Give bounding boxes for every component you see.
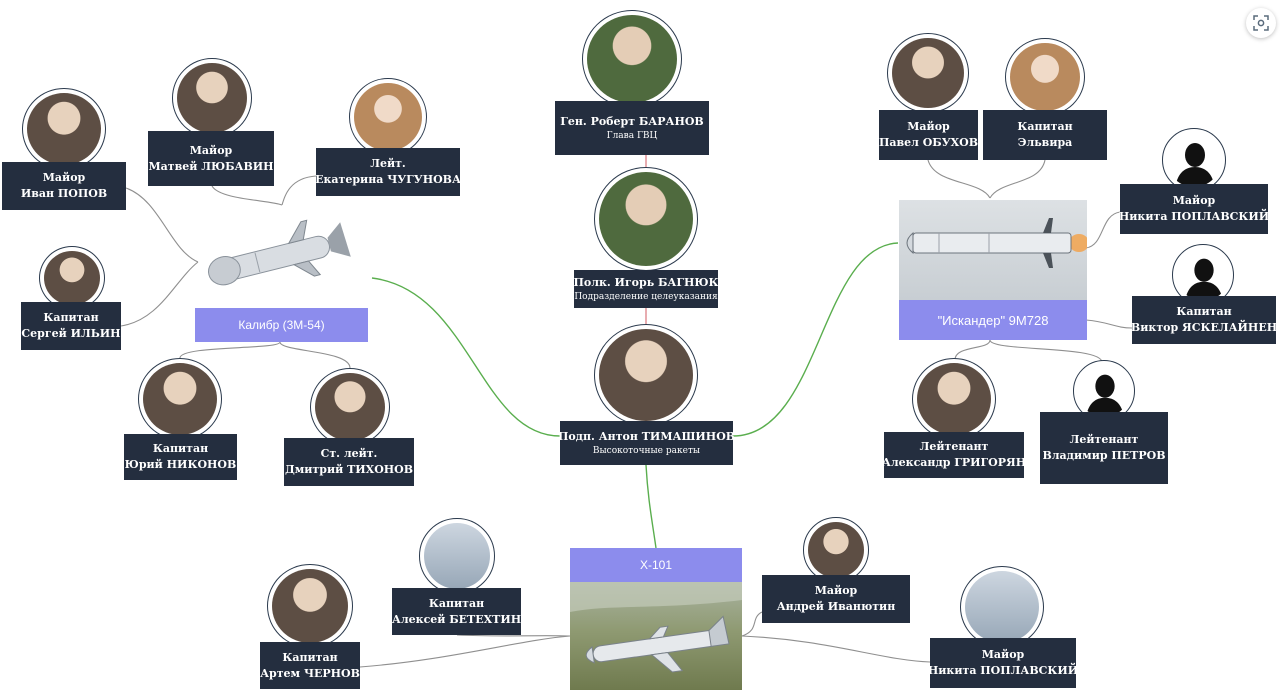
link-kalibr-center xyxy=(371,277,561,437)
person-role: Глава ГВЦ xyxy=(606,131,658,141)
person-card-poplavsky-1[interactable]: Майор Никита ПОПЛАВСКИЙ xyxy=(1118,184,1270,234)
person-card-chugunova[interactable]: Лейт. Екатерина ЧУГУНОВА xyxy=(315,148,461,196)
kalibr-missile-image xyxy=(196,214,362,294)
avatar-bagnyuk xyxy=(594,167,698,271)
avatar-chugunova xyxy=(349,78,427,156)
person-rank: Капитан xyxy=(152,442,209,455)
person-silhouette-icon xyxy=(1175,143,1215,187)
person-name: Екатерина ЧУГУНОВА xyxy=(315,173,461,186)
person-card-timashinov[interactable]: Подп. Антон ТИМАШИНОВ Высокоточные ракет… xyxy=(557,421,736,465)
person-card-obukhov[interactable]: Майор Павел ОБУХОВ xyxy=(879,110,978,160)
kalibr-label[interactable]: Калибр (3М-54) xyxy=(195,308,368,342)
person-rank: Майор xyxy=(981,648,1025,661)
avatar-chernov xyxy=(267,564,353,648)
person-rank: Капитан xyxy=(428,596,485,610)
avatar-obukhov xyxy=(887,33,969,113)
person-card-chernov[interactable]: Капитан Артем ЧЕРНОВ xyxy=(260,642,360,689)
person-rank: Лейтенант xyxy=(919,440,989,453)
person-card-elvira[interactable]: Капитан Эльвира xyxy=(983,110,1107,160)
person-name: Иван ПОПОВ xyxy=(20,187,108,200)
person-rank: Капитан xyxy=(43,311,99,324)
person-rank: Майор xyxy=(1172,194,1216,207)
person-name: Эльвира xyxy=(1017,136,1073,149)
link-center-iskander xyxy=(732,242,899,437)
person-name: Подп. Антон ТИМАШИНОВ xyxy=(557,430,736,443)
avatar-poplavsky-1 xyxy=(1162,128,1226,192)
person-card-popov[interactable]: Майор Иван ПОПОВ xyxy=(2,162,126,210)
person-rank: Лейтенант xyxy=(1069,433,1139,446)
person-rank: Капитан xyxy=(1017,120,1073,133)
kh101-label[interactable]: Х-101 xyxy=(570,548,742,582)
iskander-label[interactable]: "Искандер" 9М728 xyxy=(899,300,1087,340)
person-name: Полк. Игорь БАГНЮК xyxy=(573,276,719,289)
person-card-poplavsky-2[interactable]: Майор Никита ПОПЛАВСКИЙ xyxy=(927,638,1079,688)
person-card-grigoryan[interactable]: Лейтенант Александр ГРИГОРЯН xyxy=(881,432,1027,478)
iskander-missile-image xyxy=(899,200,1087,300)
person-card-lyubavin[interactable]: Майор Матвей ЛЮБАВИН xyxy=(148,131,274,186)
avatar-elvira xyxy=(1005,38,1085,116)
person-name: Никита ПОПЛАВСКИЙ xyxy=(1118,210,1270,223)
avatar-tikhonov xyxy=(310,368,390,446)
person-name: Дмитрий ТИХОНОВ xyxy=(284,463,414,476)
missile-icon xyxy=(906,218,1087,268)
person-name: Виктор ЯСКЕЛАЙНЕН xyxy=(1130,321,1278,334)
missile-icon xyxy=(208,219,351,286)
person-card-baranov[interactable]: Ген. Роберт БАРАНОВ Глава ГВЦ xyxy=(555,101,709,155)
link-center-kh101 xyxy=(645,464,657,549)
avatar-nikonov xyxy=(138,358,222,440)
avatar-ivanyutin xyxy=(803,517,869,583)
person-role: Высокоточные ракеты xyxy=(592,446,701,456)
person-card-bagnyuk[interactable]: Полк. Игорь БАГНЮК Подразделение целеука… xyxy=(573,270,719,308)
kh101-missile-image xyxy=(570,582,742,690)
person-name: Павел ОБУХОВ xyxy=(878,136,979,149)
person-name: Никита ПОПЛАВСКИЙ xyxy=(927,664,1079,677)
person-silhouette-icon xyxy=(1086,374,1124,417)
person-card-ilyin[interactable]: Капитан Сергей ИЛЬИН xyxy=(21,302,121,350)
person-silhouette-icon xyxy=(1185,258,1223,301)
person-rank: Лейт. xyxy=(370,157,406,170)
person-card-tikhonov[interactable]: Ст. лейт. Дмитрий ТИХОНОВ xyxy=(284,438,414,486)
person-rank: Майор xyxy=(42,171,86,184)
person-rank: Майор xyxy=(814,584,858,597)
focus-scan-icon xyxy=(1253,15,1269,31)
person-name: Владимир ПЕТРОВ xyxy=(1042,449,1166,462)
person-rank: Капитан xyxy=(282,650,338,664)
person-name: Сергей ИЛЬИН xyxy=(21,327,121,340)
avatar-betekhtin xyxy=(419,518,495,594)
person-name: Ген. Роберт БАРАНОВ xyxy=(560,115,704,128)
person-rank: Майор xyxy=(189,143,233,157)
person-name: Александр ГРИГОРЯН xyxy=(881,456,1027,469)
person-card-betekhtin[interactable]: Капитан Алексей БЕТЕХТИН xyxy=(392,588,521,635)
avatar-poplavsky-2 xyxy=(960,566,1044,648)
avatar-timashinov xyxy=(594,324,698,426)
avatar-yaskelainen xyxy=(1172,244,1234,306)
person-name: Алексей БЕТЕХТИН xyxy=(391,612,522,626)
person-card-petrov[interactable]: Лейтенант Владимир ПЕТРОВ xyxy=(1040,412,1168,484)
person-rank: Ст. лейт. xyxy=(320,447,378,460)
avatar-popov xyxy=(22,88,106,170)
person-rank: Капитан xyxy=(1176,305,1232,318)
avatar-ilyin xyxy=(39,246,105,310)
person-card-nikonov[interactable]: Капитан Юрий НИКОНОВ xyxy=(124,434,237,480)
person-card-ivanyutin[interactable]: Майор Андрей Иванютин xyxy=(762,575,910,623)
avatar-lyubavin xyxy=(172,58,252,138)
avatar-baranov xyxy=(582,10,682,108)
person-name: Юрий НИКОНОВ xyxy=(124,458,237,471)
missile-icon xyxy=(570,582,742,673)
person-role: Подразделение целеуказания xyxy=(574,292,718,302)
focus-scan-button[interactable] xyxy=(1246,8,1276,38)
person-name: Андрей Иванютин xyxy=(776,600,896,613)
person-name: Матвей ЛЮБАВИН xyxy=(148,159,274,173)
avatar-grigoryan xyxy=(912,358,996,440)
person-rank: Майор xyxy=(907,120,950,133)
person-card-yaskelainen[interactable]: Капитан Виктор ЯСКЕЛАЙНЕН xyxy=(1130,296,1278,344)
person-name: Артем ЧЕРНОВ xyxy=(260,666,360,680)
